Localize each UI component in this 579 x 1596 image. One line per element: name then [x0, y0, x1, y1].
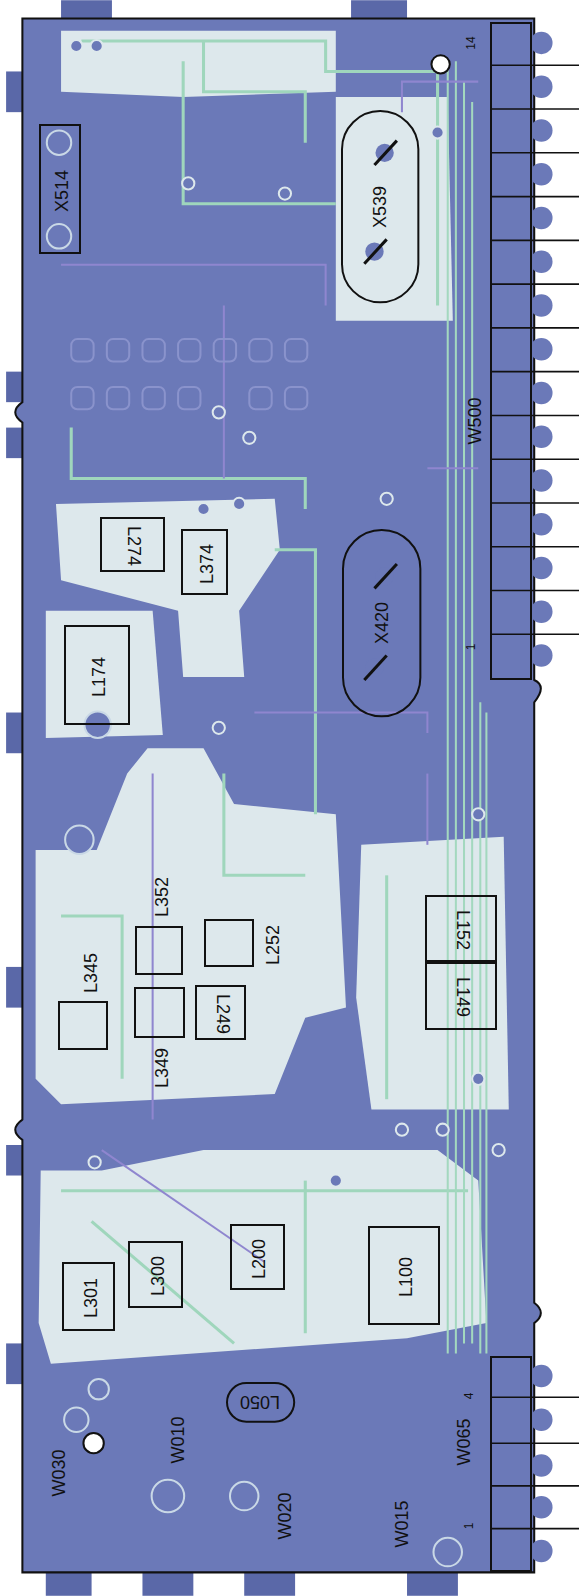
pin-number: 1: [463, 1523, 475, 1530]
component-outline: L200: [230, 1224, 285, 1290]
wire-pad-label: W020: [276, 1493, 294, 1540]
part-designator: L249: [214, 994, 232, 1034]
component-outline: W500: [490, 22, 532, 679]
part-designator: W065: [455, 1418, 473, 1465]
part-designator: L301: [82, 1278, 100, 1318]
component-outline: L152: [425, 895, 496, 961]
pin-number: 4: [463, 1393, 475, 1400]
part-designator: L352: [153, 877, 171, 917]
component-outline: L252: [204, 919, 255, 967]
wire-pad-label: W010: [169, 1416, 187, 1463]
component-outline: L349: [134, 987, 185, 1038]
component-outline: L174: [64, 625, 130, 725]
component-outline: L100: [368, 1226, 439, 1325]
component-outline: L374: [181, 529, 228, 595]
part-designator: X514: [53, 170, 71, 212]
part-designator: L152: [454, 910, 472, 950]
component-outline: X514: [39, 124, 82, 254]
component-outline: L149: [425, 962, 496, 1030]
component-outline: L300: [128, 1241, 183, 1307]
crystal-outline: X420: [342, 529, 421, 717]
component-outline: L345: [58, 1001, 108, 1050]
wire-pad-label: W015: [393, 1501, 411, 1548]
part-designator: W500: [466, 398, 484, 445]
component-outline: W065: [490, 1356, 532, 1572]
crystal-outline: X539: [341, 110, 419, 303]
pin-number: 14: [465, 36, 477, 49]
component-outline: L352: [135, 926, 183, 975]
part-designator: X420: [373, 602, 391, 644]
part-designator: L274: [125, 526, 143, 566]
pin-number: 1: [465, 644, 477, 651]
part-designator: X539: [371, 186, 389, 228]
component-outline: L301: [62, 1262, 115, 1331]
wire-pad-label: W030: [50, 1450, 68, 1497]
part-designator: L349: [153, 1048, 171, 1088]
component-outline: L249: [195, 985, 246, 1040]
part-designator: L252: [264, 925, 282, 965]
part-designator: L374: [198, 544, 216, 584]
part-designator: L050: [240, 1393, 280, 1411]
part-designator: L300: [149, 1256, 167, 1296]
part-designator: L200: [250, 1239, 268, 1279]
part-designator: L149: [454, 977, 472, 1017]
crystal-outline: L050: [226, 1382, 295, 1423]
component-outline: L274: [100, 517, 165, 572]
part-designator: L100: [397, 1257, 415, 1297]
part-designator: L345: [82, 953, 100, 993]
part-designator: L174: [90, 657, 108, 697]
